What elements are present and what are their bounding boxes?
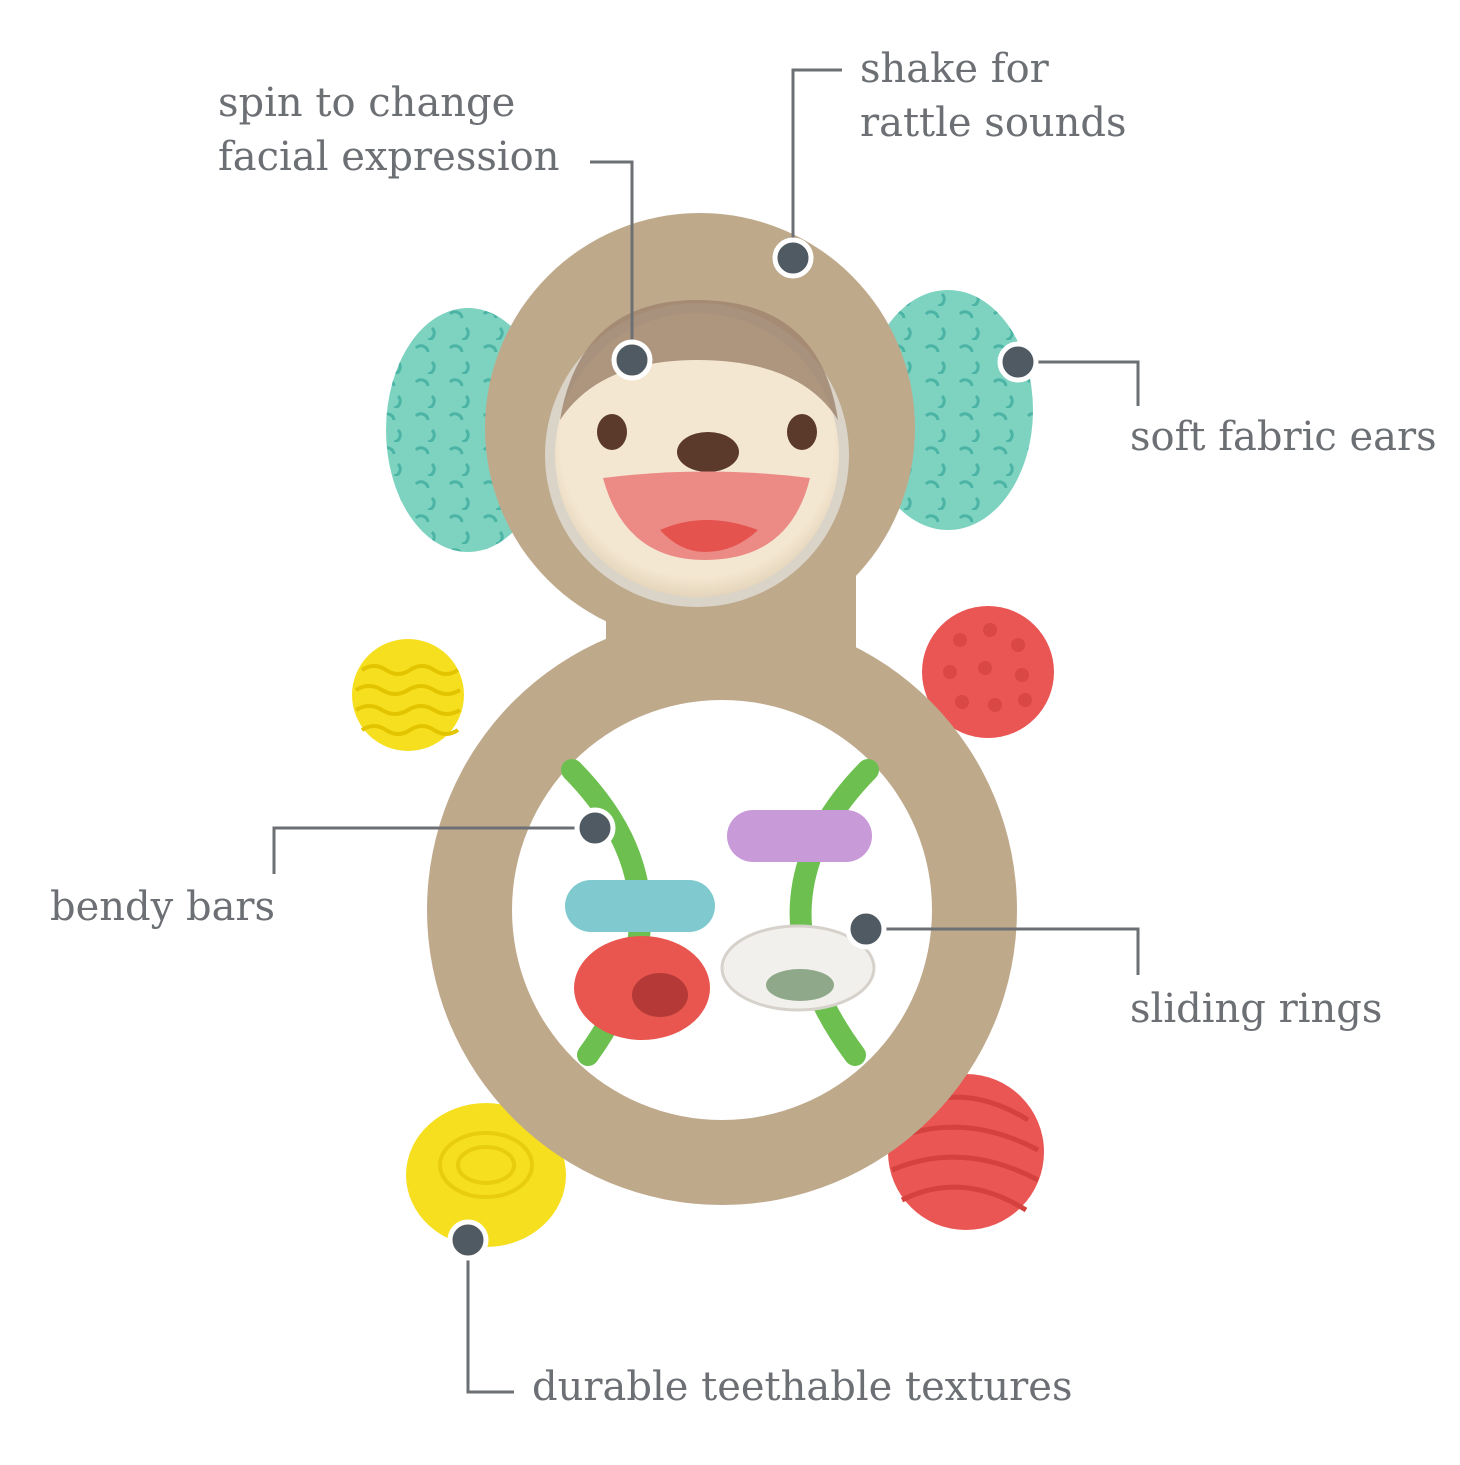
callout-dot-rings: [845, 908, 887, 950]
callout-rattle: shake for rattle sounds: [860, 46, 1127, 146]
callout-bendy-bars: bendy bars: [50, 884, 276, 930]
callout-ears: soft fabric ears: [1130, 414, 1437, 460]
leader-lines: [272, 68, 1140, 1394]
red-nub-upper: [922, 606, 1054, 738]
callout-dot-bars: [574, 807, 616, 849]
yellow-nub-upper: [352, 639, 464, 751]
callout-dot-face: [611, 339, 653, 381]
yellow-nub-lower: [406, 1103, 566, 1247]
callout-dot-ears: [997, 341, 1039, 383]
sliding-rings: [565, 810, 876, 1040]
callout-textures: durable teethable textures: [532, 1364, 1073, 1410]
callout-dot-rattle: [772, 237, 814, 279]
callout-spin-face: spin to change facial expression: [218, 80, 560, 180]
callout-sliding-rings: sliding rings: [1130, 986, 1383, 1032]
callout-dots: [447, 237, 1039, 1261]
callout-dot-textures: [447, 1219, 489, 1261]
spinning-face: [545, 300, 849, 607]
